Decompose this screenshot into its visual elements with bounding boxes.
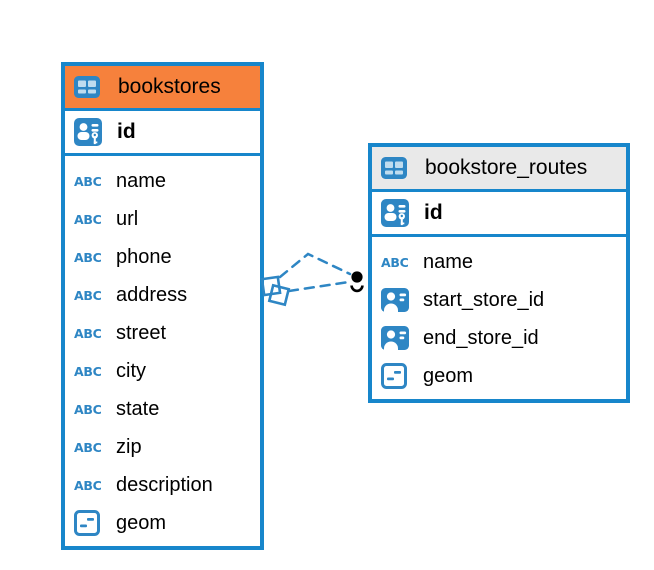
column-label: phone <box>116 245 172 268</box>
column-label: zip <box>116 435 142 458</box>
primary-key-row-id[interactable]: id <box>65 111 260 156</box>
table-node-bookstore_routes[interactable]: bookstore_routes id ABC name start_store… <box>368 143 630 403</box>
primary-key-row-id[interactable]: id <box>372 192 626 237</box>
column-label: state <box>116 397 160 420</box>
column-row-address[interactable]: ABC address <box>65 276 260 314</box>
table-header[interactable]: bookstores <box>65 66 260 111</box>
foreign-key-icon <box>381 288 415 312</box>
column-row-start_store_id[interactable]: start_store_id <box>372 281 626 319</box>
text-icon: ABC <box>74 477 102 493</box>
column-label: geom <box>423 364 474 387</box>
column-label: description <box>116 473 213 496</box>
column-row-phone[interactable]: ABC phone <box>65 238 260 276</box>
column-row-geom[interactable]: geom <box>65 504 260 542</box>
table-icon <box>381 157 416 179</box>
column-label: id <box>117 120 136 143</box>
text-icon: ABC <box>381 254 409 270</box>
geometry-icon <box>74 510 108 536</box>
columns-section: ABC name ABC url ABC phone ABC address A… <box>65 156 260 546</box>
column-label: name <box>116 169 167 192</box>
text-icon: ABC <box>74 249 102 265</box>
column-label: name <box>423 250 474 273</box>
column-row-name[interactable]: ABC name <box>65 162 260 200</box>
foreign-key-icon <box>381 326 415 350</box>
column-row-city[interactable]: ABC city <box>65 352 260 390</box>
column-label: city <box>116 359 146 382</box>
relationship-line-upper[interactable] <box>278 252 352 279</box>
primary-key-icon <box>381 199 415 227</box>
column-row-state[interactable]: ABC state <box>65 390 260 428</box>
column-row-street[interactable]: ABC street <box>65 314 260 352</box>
column-label: geom <box>116 511 167 534</box>
relationship-bookstores-to-bookstore_routes[interactable] <box>260 252 364 307</box>
source-connector-squares-icon[interactable] <box>260 275 291 307</box>
column-row-description[interactable]: ABC description <box>65 466 260 504</box>
table-node-bookstores[interactable]: bookstores id ABC name ABC url ABC phone… <box>61 62 264 550</box>
text-icon: ABC <box>74 173 102 189</box>
column-row-url[interactable]: ABC url <box>65 200 260 238</box>
column-row-geom[interactable]: geom <box>372 357 626 395</box>
column-row-name[interactable]: ABC name <box>372 243 626 281</box>
column-row-end_store_id[interactable]: end_store_id <box>372 319 626 357</box>
column-label: end_store_id <box>423 326 539 349</box>
text-icon: ABC <box>74 439 102 455</box>
column-label: id <box>424 201 443 224</box>
text-icon: ABC <box>74 363 102 379</box>
primary-key-icon <box>74 118 108 146</box>
text-icon: ABC <box>74 325 102 341</box>
column-label: start_store_id <box>423 288 545 311</box>
column-label: street <box>116 321 167 344</box>
table-title: bookstore_routes <box>425 156 588 179</box>
column-label: url <box>116 207 139 230</box>
columns-section: ABC name start_store_id end_store_id ge <box>372 237 626 399</box>
text-icon: ABC <box>74 401 102 417</box>
geometry-icon <box>381 363 415 389</box>
text-icon: ABC <box>74 211 102 227</box>
relationship-line-lower[interactable] <box>287 280 351 293</box>
table-icon <box>74 76 109 98</box>
table-header[interactable]: bookstore_routes <box>372 147 626 192</box>
column-row-zip[interactable]: ABC zip <box>65 428 260 466</box>
column-label: address <box>116 283 188 306</box>
table-title: bookstores <box>118 75 221 98</box>
text-icon: ABC <box>74 287 102 303</box>
target-connector-dot-icon[interactable] <box>350 271 364 293</box>
